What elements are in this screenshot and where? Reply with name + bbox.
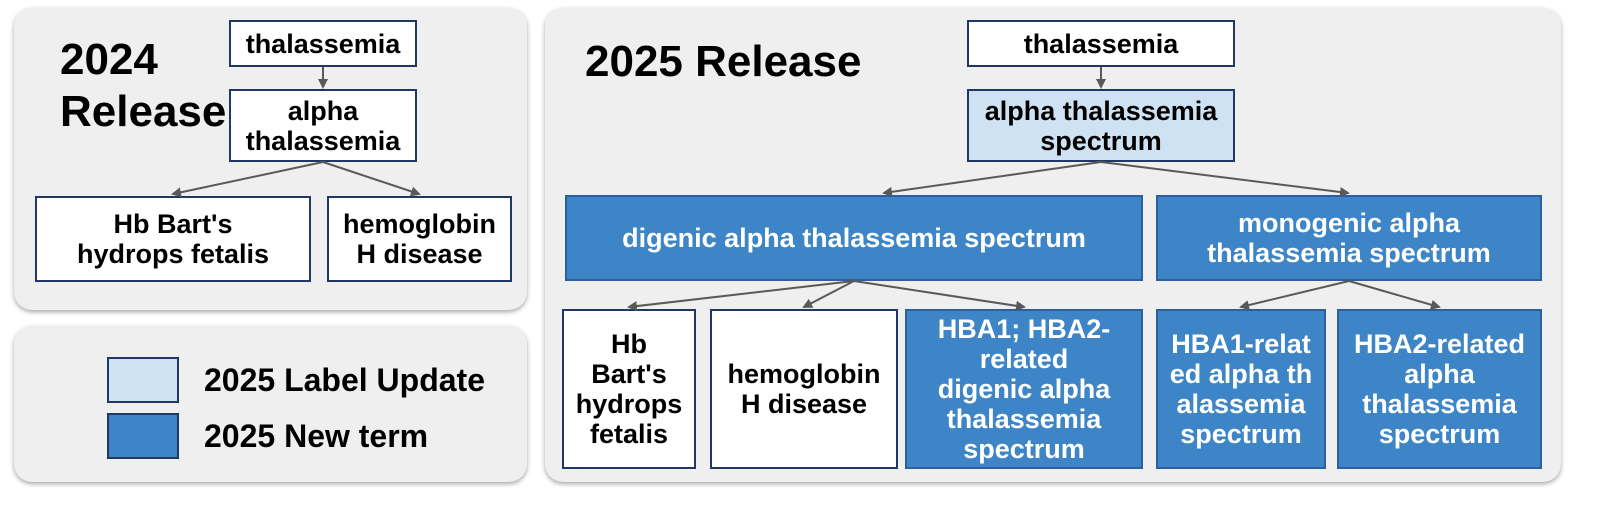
release-2025-title: 2025 Release bbox=[585, 37, 862, 86]
legend-swatch-label-update bbox=[107, 357, 179, 403]
node-2024-hemoglobin-h: hemoglobin H disease bbox=[327, 196, 512, 282]
node-2025-hemoglobin-h: hemoglobin H disease bbox=[710, 309, 898, 469]
node-2025-monogenic: monogenic alpha thalassemia spectrum bbox=[1156, 195, 1542, 281]
legend-label-update: 2025 Label Update bbox=[204, 362, 485, 398]
node-2024-thalassemia: thalassemia bbox=[229, 20, 417, 67]
legend-swatch-new-term bbox=[107, 413, 179, 459]
node-2025-hba2-related: HBA2-related alpha thalassemia spectrum bbox=[1337, 309, 1542, 469]
node-2025-alpha-thalassemia-spectrum: alpha thalassemia spectrum bbox=[967, 89, 1235, 162]
release-2024-title-word: Release bbox=[60, 87, 227, 136]
node-2025-hba1-hba2-digenic: HBA1; HBA2-related digenic alpha thalass… bbox=[905, 309, 1143, 469]
node-2025-digenic: digenic alpha thalassemia spectrum bbox=[565, 195, 1143, 281]
node-2024-hb-barts: Hb Bart's hydrops fetalis bbox=[35, 196, 311, 282]
node-2024-alpha-thalassemia: alpha thalassemia bbox=[229, 89, 417, 162]
node-2025-hb-barts: Hb Bart's hydrops fetalis bbox=[562, 309, 696, 469]
legend-panel bbox=[14, 326, 527, 482]
release-2024-title-year: 2024 bbox=[60, 35, 158, 84]
node-2025-thalassemia: thalassemia bbox=[967, 20, 1235, 67]
node-2025-hba1-related: HBA1-related alpha thalassemia spectrum bbox=[1156, 309, 1326, 469]
release-2024-title: 2024 Release bbox=[60, 34, 226, 138]
legend-new-term: 2025 New term bbox=[204, 418, 429, 454]
